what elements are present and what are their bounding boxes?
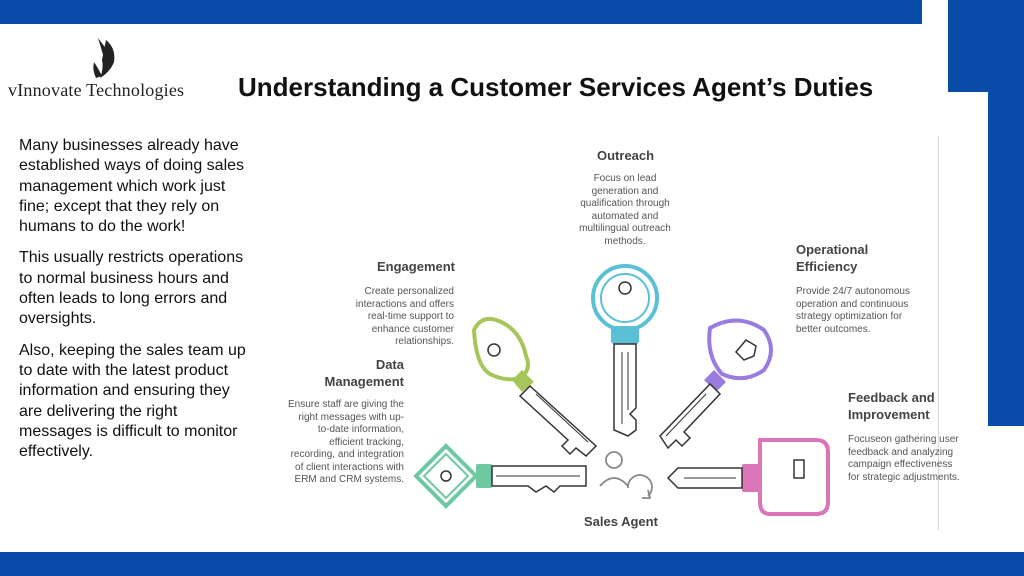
- sales-agent-icon: [599, 451, 653, 499]
- top-accent-bar: [0, 0, 922, 24]
- right-accent-bar: [948, 0, 1024, 92]
- operational-efficiency-desc: Provide 24/7 autonomous operation and co…: [796, 286, 910, 335]
- data-management-desc: Ensure staff are giving the right messag…: [288, 399, 404, 485]
- paragraph-3: Also, keeping the sales team up to date …: [19, 341, 246, 461]
- feedback-key-icon: [666, 438, 830, 516]
- paragraph-2: This usually restricts operations to nor…: [19, 249, 244, 328]
- right-accent-bar-lower: [988, 92, 1024, 426]
- operational-efficiency-label: Operational Efficiency: [796, 242, 869, 274]
- paragraph-1: Many businesses already have established…: [19, 137, 245, 236]
- feedback-desc: Focuseon gathering user feedback and ana…: [848, 434, 960, 483]
- bottom-accent-bar: [0, 552, 1024, 576]
- data-management-key-icon: [413, 443, 587, 509]
- outreach-desc: Focus on lead generation and qualificati…: [579, 173, 671, 247]
- keys-diagram: [413, 264, 830, 516]
- divider-line: [938, 136, 939, 530]
- engagement-desc: Create personalized interactions and off…: [355, 286, 454, 347]
- page-title: Understanding a Customer Services Agent’…: [238, 72, 874, 102]
- outreach-label: Outreach: [597, 148, 655, 163]
- feedback-label: Feedback and Improvement: [848, 390, 935, 422]
- engagement-label: Engagement: [376, 259, 455, 274]
- operational-efficiency-key-icon: [659, 318, 773, 450]
- intro-text: Many businesses already have established…: [19, 136, 251, 473]
- company-logo: [93, 38, 115, 78]
- data-management-label: Data Management: [324, 357, 404, 389]
- company-name: vInnovate Technologies: [8, 80, 185, 100]
- outreach-key-icon: [591, 264, 659, 437]
- engagement-key-icon: [471, 317, 598, 458]
- sales-agent-label: Sales Agent: [584, 514, 658, 529]
